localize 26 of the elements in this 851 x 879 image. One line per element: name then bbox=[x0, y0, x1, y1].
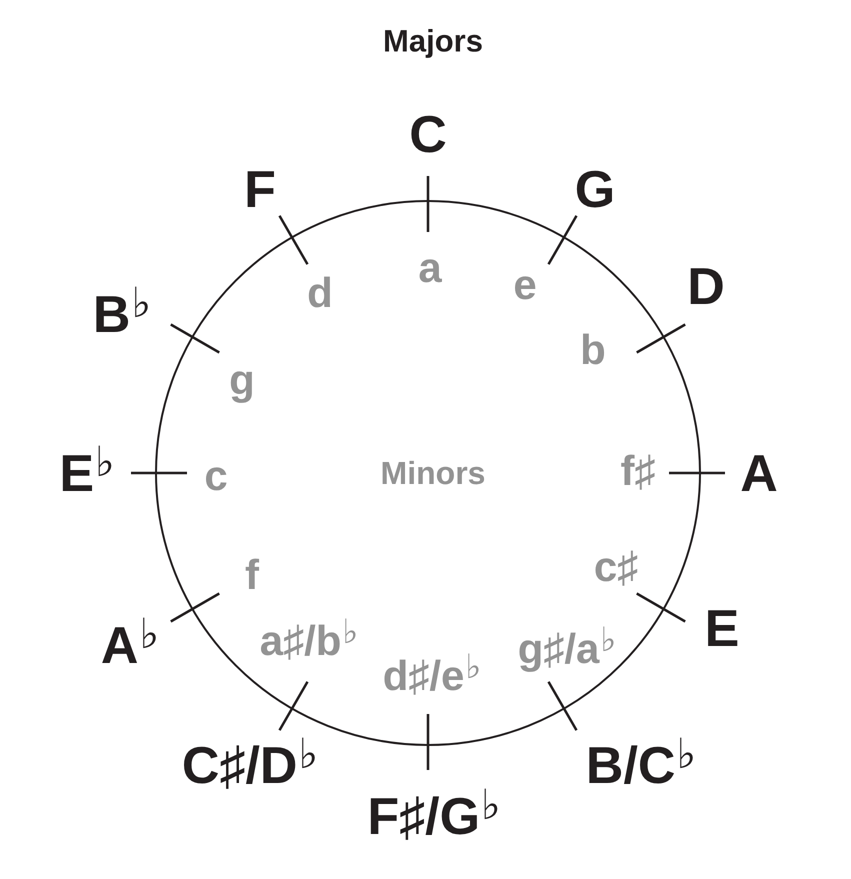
minor-key-label: e bbox=[513, 264, 537, 306]
center-label: Minors bbox=[380, 457, 486, 489]
major-key-label: C♯/D$^{♭}$ bbox=[182, 740, 318, 792]
major-key-label: G bbox=[574, 164, 616, 216]
major-key-label: E bbox=[704, 603, 740, 655]
major-key-label: B$^{♭}$ bbox=[92, 289, 152, 341]
title: Majors bbox=[383, 26, 483, 56]
minor-key-label: a bbox=[418, 247, 442, 289]
minor-key-label: g♯/a$^{♭}$ bbox=[518, 628, 616, 670]
major-key-label: F bbox=[244, 164, 276, 216]
minor-key-label: c bbox=[204, 455, 228, 497]
minor-key-label: f bbox=[245, 554, 259, 596]
major-key-label: B/C$^{♭}$ bbox=[586, 740, 696, 792]
minor-key-label: c♯ bbox=[594, 546, 638, 588]
minor-key-label: d bbox=[307, 272, 333, 314]
major-key-label: F♯/G$^{♭}$ bbox=[367, 791, 501, 843]
minor-key-label: f♯ bbox=[620, 450, 656, 492]
major-key-label: E$^{♭}$ bbox=[59, 448, 115, 500]
major-key-label: C bbox=[409, 109, 447, 161]
major-key-label: D bbox=[687, 261, 725, 313]
minor-key-label: a♯/b$^{♭}$ bbox=[260, 620, 358, 662]
minor-key-label: d♯/e$^{♭}$ bbox=[382, 655, 482, 697]
major-key-label: A bbox=[740, 448, 778, 500]
major-key-label: A$^{♭}$ bbox=[100, 620, 160, 672]
minor-key-label: b bbox=[580, 329, 606, 371]
minor-key-label: g bbox=[229, 359, 255, 401]
